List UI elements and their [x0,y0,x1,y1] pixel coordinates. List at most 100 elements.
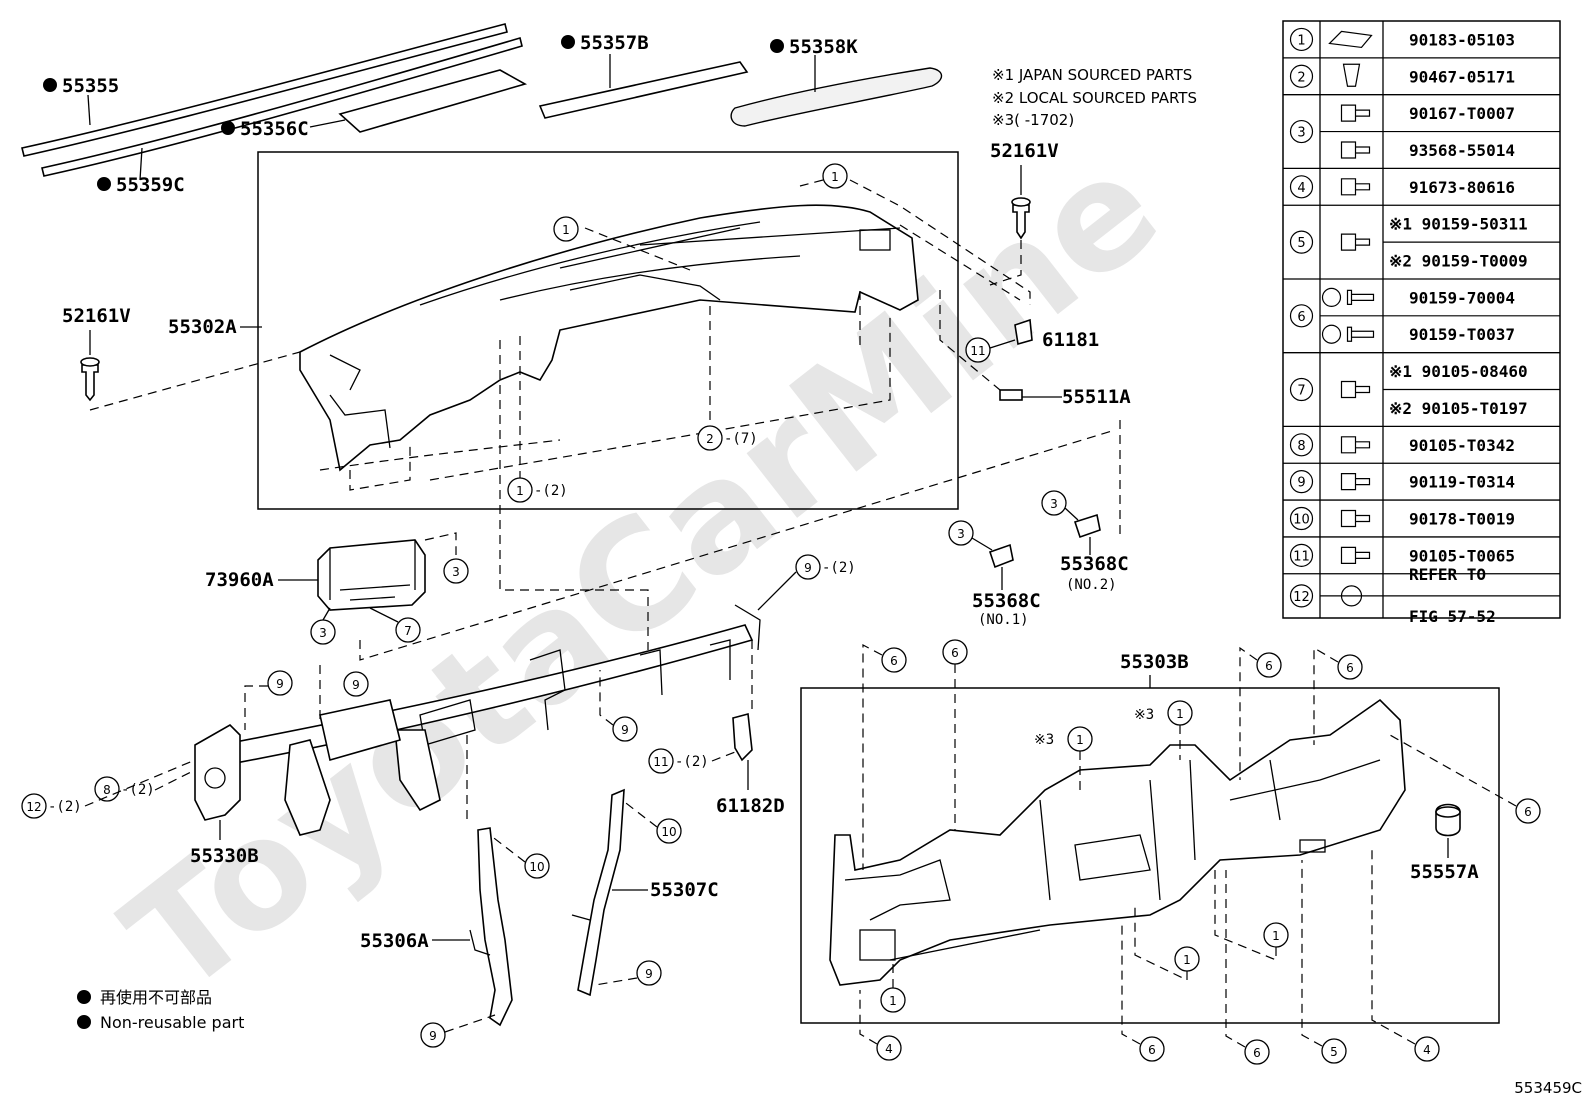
label-55306a[interactable]: 55306A [360,930,429,952]
label-55358k[interactable]: 55358K [789,36,858,58]
callout-6-lb-3[interactable]: 6 [1256,652,1282,678]
table-row-5[interactable]: 5※1 90159-50311※2 90159-T0009 [1283,204,1560,271]
label-55303b[interactable]: 55303B [1120,651,1189,673]
callout-9-beam-mid[interactable]: 9 [343,671,369,697]
part-55357b-panel[interactable] [538,61,749,119]
callout-12-beam[interactable]: 12 [21,793,47,819]
callout-6-lb-4[interactable]: 6 [1337,654,1363,680]
part-number[interactable]: 90159-70004 [1409,288,1515,307]
part-55368c-no2[interactable] [1073,513,1101,539]
part-55303b-reinforcement[interactable] [829,698,1406,986]
part-61182d-bracket[interactable] [732,712,753,762]
callout-3-airbag[interactable]: 3 [443,558,469,584]
label-55368c-no1[interactable]: 55368C [972,590,1041,612]
part-number[interactable]: 90167-T0007 [1409,104,1515,123]
callout-11-61181[interactable]: 11 [965,337,991,363]
callout-7-airbag[interactable]: 7 [395,617,421,643]
label-55307c[interactable]: 55307C [650,879,719,901]
label-55368c-no2[interactable]: 55368C [1060,553,1129,575]
callout-8-beam[interactable]: 8 [94,776,120,802]
label-73960a[interactable]: 73960A [205,569,274,591]
callout-6-lb-1[interactable]: 6 [881,647,907,673]
callout-1-lb-x3a[interactable]: 1 [1067,726,1093,752]
callout-6-lb-right[interactable]: 6 [1515,798,1541,824]
part-number[interactable]: 90178-T0019 [1409,510,1515,529]
part-number[interactable]: 90119-T0314 [1409,473,1515,492]
part-55306a-brace[interactable] [469,827,513,1027]
callout-4-lb-left[interactable]: 4 [876,1035,902,1061]
callout-9-beam-right[interactable]: 9 [795,554,821,580]
callout-1-top[interactable]: 1 [822,163,848,189]
part-55511a-bracket[interactable] [999,389,1023,401]
callout-6-lb-bottom-b[interactable]: 6 [1244,1039,1270,1065]
label-55302a[interactable]: 55302A [168,316,237,338]
part-55356c-pad[interactable] [338,69,528,133]
callout-10-55307c[interactable]: 10 [656,818,682,844]
part-number[interactable]: REFER TO [1409,565,1486,584]
part-number[interactable]: FIG 57-52 [1409,607,1496,626]
label-61181[interactable]: 61181 [1042,329,1099,351]
label-61182d[interactable]: 61182D [716,795,785,817]
callout-1-lb-low-c[interactable]: 1 [880,987,906,1013]
part-55302a-instrument-panel[interactable] [299,204,919,472]
callout-5-lb[interactable]: 5 [1321,1038,1347,1064]
part-number[interactable]: 90159-T0037 [1409,325,1515,344]
label-55359c[interactable]: 55359C [116,174,185,196]
part-52161v-clip-right[interactable] [1011,197,1031,240]
part-number[interactable]: ※2 90105-T0197 [1389,399,1528,418]
callout-1-left[interactable]: 1 [553,216,579,242]
part-number[interactable]: 90467-05171 [1409,67,1515,86]
callout-9-55307c[interactable]: 9 [636,960,662,986]
label-52161v-right[interactable]: 52161V [990,140,1059,162]
part-55358k-panel[interactable] [730,67,943,127]
part-55330b-bracket[interactable] [194,724,241,821]
callout-9-beam-center[interactable]: 9 [612,716,638,742]
callout-1-lb-low-a[interactable]: 1 [1263,922,1289,948]
callout-6-lb-bottom-a[interactable]: 6 [1139,1036,1165,1062]
callout-4-lb-right[interactable]: 4 [1414,1036,1440,1062]
table-row-7[interactable]: 7※1 90105-08460※2 90105-T0197 [1283,352,1560,418]
label-55330b[interactable]: 55330B [190,845,259,867]
part-number[interactable]: 91673-80616 [1409,178,1515,197]
part-number[interactable]: ※1 90159-50311 [1389,215,1528,234]
part-number[interactable]: 90183-05103 [1409,30,1515,49]
callout-9-55306a[interactable]: 9 [420,1022,446,1048]
part-number[interactable]: ※2 90159-T0009 [1389,252,1528,271]
part-61181-bracket[interactable] [1014,318,1033,346]
part-column-support[interactable] [284,699,441,836]
label-52161v-left[interactable]: 52161V [62,305,131,327]
part-55355-strip[interactable] [21,23,523,177]
part-55557a-cap[interactable] [1435,803,1461,837]
label-55357b[interactable]: 55357B [580,32,649,54]
part-55307c-brace[interactable] [571,788,625,997]
label-55557a[interactable]: 55557A [1410,861,1479,883]
part-55368c-no1[interactable] [988,543,1014,569]
callout-6-lb-2[interactable]: 6 [942,639,968,665]
part-number[interactable]: ※1 90105-08460 [1389,362,1528,381]
callout-1-lb-x3b[interactable]: 1 [1167,700,1193,726]
callout-2-panel[interactable]: 2 [697,425,723,451]
part-number[interactable]: 90105-T0342 [1409,436,1515,455]
callout-10-55306a[interactable]: 10 [524,853,550,879]
callout-11-61182d[interactable]: 11 [648,748,674,774]
callout-3-no2[interactable]: 3 [1041,490,1067,516]
part-number[interactable]: 93568-55014 [1409,141,1515,160]
label-55355[interactable]: 55355 [62,75,119,97]
callout-9-beam-left[interactable]: 9 [267,670,293,696]
part-number[interactable]: 90105-T0065 [1409,546,1515,565]
callout-1-lb-low-b[interactable]: 1 [1174,946,1200,972]
label-55511a[interactable]: 55511A [1062,386,1131,408]
callout-1-bottom[interactable]: 1 [507,477,533,503]
part-73960a-airbag[interactable] [317,539,426,611]
callout-3-airbag-low[interactable]: 3 [310,619,336,645]
callout-3-no1[interactable]: 3 [948,520,974,546]
